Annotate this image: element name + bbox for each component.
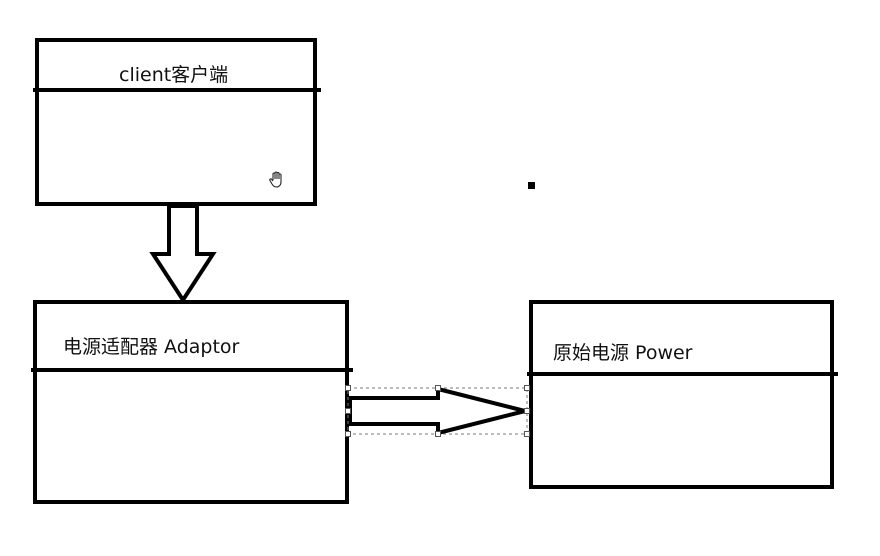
- power-box[interactable]: 原始电源 Power: [527, 300, 838, 489]
- adaptor-box[interactable]: 电源适配器 Adaptor: [31, 300, 353, 504]
- hand-pointer-icon: [267, 170, 287, 195]
- power-box-divider: [527, 372, 838, 376]
- right-arrow-adaptor-to-power[interactable]: [348, 386, 526, 436]
- client-box[interactable]: client客户端: [33, 38, 321, 206]
- adaptor-box-divider: [31, 368, 353, 372]
- selection-handles[interactable]: [345, 385, 530, 437]
- client-box-label: client客户端: [119, 64, 229, 86]
- adaptor-box-label: 电源适配器 Adaptor: [63, 336, 240, 358]
- stray-dot: [528, 182, 535, 189]
- power-box-label: 原始电源 Power: [553, 342, 693, 364]
- down-arrow-client-to-adaptor[interactable]: [149, 204, 217, 304]
- client-box-divider: [33, 88, 321, 92]
